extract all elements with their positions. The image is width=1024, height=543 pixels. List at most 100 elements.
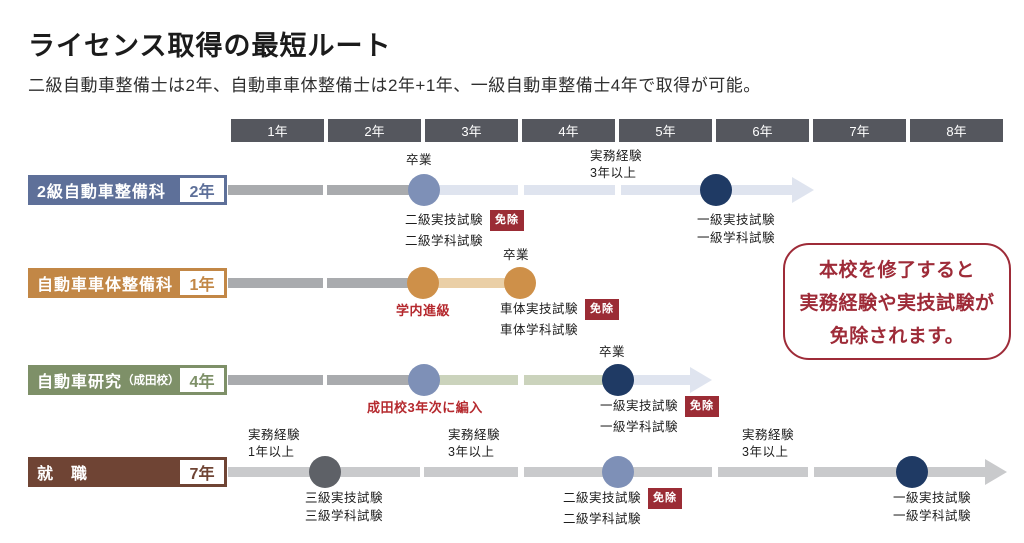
milestone-tests: 一級実技試験免除 一級学科試験	[600, 396, 720, 436]
timeline-bar-segment	[524, 375, 618, 385]
row-label-text: 自動車車体整備科	[37, 277, 174, 294]
year-header-6: 6年	[716, 119, 809, 142]
callout-line: 実務経験や実技試験が	[799, 293, 995, 314]
row-label-employment: 就 職 7年	[28, 457, 227, 487]
milestone-tests: 二級実技試験免除 二級学科試験	[405, 210, 525, 250]
test-label: 一級学科試験	[697, 231, 776, 245]
timeline-bar-segment	[228, 467, 323, 477]
milestone-tests: 二級実技試験免除 二級学科試験	[563, 488, 683, 528]
experience-note: 実務経験 3年以上	[590, 148, 642, 182]
timeline-bar-segment	[814, 467, 906, 477]
test-label: 一級実技試験	[697, 213, 776, 227]
test-label: 三級学科試験	[305, 509, 384, 523]
milestone-tests: 一級実技試験 一級学科試験	[697, 211, 775, 247]
row-duration: 1年	[180, 271, 224, 295]
arrow-icon	[792, 177, 814, 203]
experience-note-line: 3年以上	[590, 166, 637, 180]
timeline-bar-segment	[327, 467, 420, 477]
milestone-tests: 一級実技試験 一級学科試験	[893, 489, 971, 525]
experience-note-line: 実務経験	[590, 149, 643, 163]
experience-note-line: 1年以上	[248, 445, 295, 459]
test-label: 一級学科試験	[600, 420, 679, 434]
experience-note: 実務経験 3年以上	[448, 427, 500, 461]
graduation-label: 卒業	[503, 248, 530, 262]
experience-note-line: 3年以上	[448, 445, 495, 459]
milestone-dot-graduation	[504, 267, 536, 299]
arrow-icon	[985, 459, 1007, 485]
year-header-8: 8年	[910, 119, 1003, 142]
milestone-tests: 車体実技試験免除 車体学科試験	[500, 299, 620, 339]
timeline-bar-segment	[424, 278, 520, 288]
test-label: 二級実技試験	[563, 491, 642, 505]
row-duration: 4年	[180, 368, 224, 392]
row-label-mechanic2: 2級自動車整備科 2年	[28, 175, 227, 205]
row-label-text: 2級自動車整備科	[37, 184, 166, 201]
year-header-2: 2年	[328, 119, 421, 142]
experience-note: 実務経験 1年以上	[248, 427, 300, 461]
year-header-3: 3年	[425, 119, 518, 142]
experience-note-line: 3年以上	[742, 445, 789, 459]
test-label: 二級学科試験	[563, 512, 642, 526]
transfer-label: 成田校3年次に編入	[367, 400, 483, 415]
timeline-bar-segment	[228, 185, 323, 195]
test-label: 車体実技試験	[500, 302, 579, 316]
timeline-bar-segment	[327, 375, 420, 385]
year-header-7: 7年	[813, 119, 906, 142]
row-duration: 7年	[180, 460, 224, 484]
timeline-bar-segment	[424, 467, 518, 477]
row-label-subtext: （成田校）	[122, 375, 180, 387]
arrow-icon	[690, 367, 712, 393]
milestone-dot-first-grade	[700, 174, 732, 206]
callout-line: 本校を修了すると	[818, 260, 975, 281]
exemption-badge: 免除	[585, 299, 620, 320]
timeline-bar-segment	[424, 185, 518, 195]
test-label: 二級学科試験	[405, 234, 484, 248]
row-duration: 2年	[180, 178, 224, 202]
promotion-label: 学内進級	[396, 303, 451, 318]
year-header-5: 5年	[619, 119, 712, 142]
timeline-bar-segment	[524, 467, 614, 477]
test-label: 車体学科試験	[500, 323, 579, 337]
experience-note: 実務経験 3年以上	[742, 427, 794, 461]
timeline-bar-segment	[327, 278, 420, 288]
timeline-bar-segment	[618, 375, 690, 385]
milestone-dot-promotion	[407, 267, 439, 299]
timeline-bar-segment	[524, 185, 615, 195]
exemption-callout: 本校を修了すると 実務経験や実技試験が 免除されます。	[783, 243, 1011, 360]
row-label-text: 就 職	[37, 466, 89, 483]
row-label-research: 自動車研究 （成田校） 4年	[28, 365, 227, 395]
timeline-bar-segment	[424, 375, 518, 385]
milestone-dot-first-grade	[896, 456, 928, 488]
test-label: 一級学科試験	[893, 509, 972, 523]
milestone-tests: 三級実技試験 三級学科試験	[305, 489, 383, 525]
milestone-dot-graduation	[408, 174, 440, 206]
page-title: ライセンス取得の最短ルート	[28, 31, 392, 61]
page-subtitle: 二級自動車整備士は2年、自動車車体整備士は2年+1年、一級自動車整備士4年で取得…	[28, 76, 761, 95]
milestone-dot-graduation	[602, 364, 634, 396]
exemption-badge: 免除	[648, 488, 683, 509]
test-label: 二級実技試験	[405, 213, 484, 227]
graduation-label: 卒業	[599, 345, 626, 359]
experience-note-line: 実務経験	[248, 428, 301, 442]
timeline-bar-segment	[718, 467, 808, 477]
year-header-4: 4年	[522, 119, 615, 142]
test-label: 三級実技試験	[305, 491, 384, 505]
timeline-bar-segment	[912, 467, 985, 477]
graduation-label: 卒業	[406, 153, 433, 167]
experience-note-line: 実務経験	[742, 428, 795, 442]
timeline-bar-segment	[228, 375, 323, 385]
timeline-bar-segment	[327, 185, 420, 195]
callout-line: 免除されます。	[829, 326, 965, 347]
row-label-text: 自動車研究	[37, 374, 123, 391]
timeline-bar-segment	[620, 467, 712, 477]
timeline-bar-segment	[228, 278, 323, 288]
milestone-dot-transfer	[408, 364, 440, 396]
experience-note-line: 実務経験	[448, 428, 501, 442]
milestone-dot-third-grade	[309, 456, 341, 488]
row-label-body: 自動車車体整備科 1年	[28, 268, 227, 298]
milestone-dot-second-grade	[602, 456, 634, 488]
exemption-badge: 免除	[490, 210, 525, 231]
test-label: 一級実技試験	[893, 491, 972, 505]
year-header-1: 1年	[231, 119, 324, 142]
